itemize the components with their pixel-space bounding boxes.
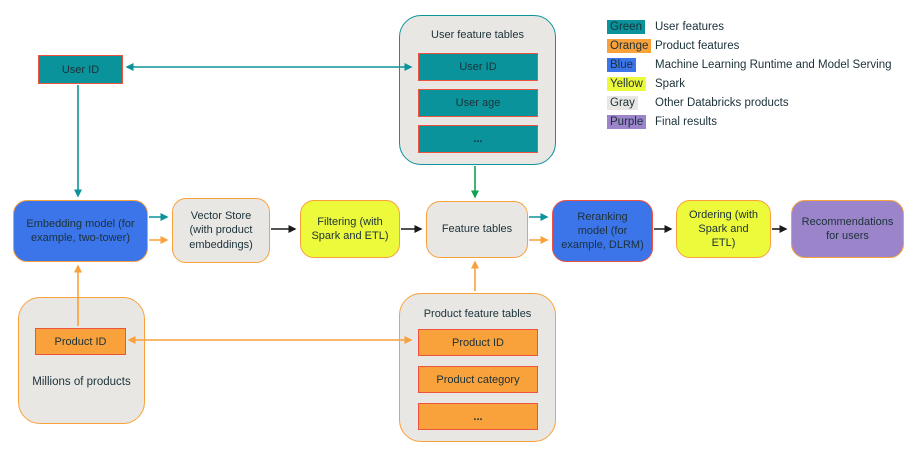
legend-label-ml-runtime: Machine Learning Runtime and Model Servi… xyxy=(655,59,892,71)
product-feature-row-category: Product category xyxy=(418,366,538,393)
legend-swatch-green: Green xyxy=(607,20,645,34)
ordering-node: Ordering (with Spark and ETL) xyxy=(676,200,771,258)
user-id-node: User ID xyxy=(38,55,123,84)
legend-label-spark: Spark xyxy=(655,78,686,90)
product-feature-tables-container: Product feature tables Product ID Produc… xyxy=(399,293,556,442)
filtering-node: Filtering (with Spark and ETL) xyxy=(300,200,400,258)
product-feature-row-label: ... xyxy=(473,410,483,423)
millions-product-id-node: Product ID xyxy=(35,328,126,355)
legend-label-other-databricks: Other Databricks products xyxy=(655,97,789,109)
legend-swatch-yellow: Yellow xyxy=(607,77,646,91)
user-feature-tables-container: User feature tables User ID User age ... xyxy=(399,15,556,165)
reranking-model-label: Reranking model (for example, DLRM) xyxy=(561,210,644,252)
user-feature-row-label: ... xyxy=(473,133,483,145)
embedding-model-node: Embedding model (for example, two-tower) xyxy=(13,200,148,262)
millions-product-id-label: Product ID xyxy=(54,335,107,348)
legend-swatch-orange: Orange xyxy=(607,39,652,53)
user-feature-row-more: ... xyxy=(418,125,538,153)
millions-of-products-label: Millions of products xyxy=(32,376,131,388)
vector-store-label: Vector Store (with product embeddings) xyxy=(189,210,253,251)
reranking-model-node: Reranking model (for example, DLRM) xyxy=(552,200,653,262)
ordering-label: Ordering (with Spark and ETL) xyxy=(688,208,759,250)
feature-tables-node: Feature tables xyxy=(426,201,528,258)
legend-label-final-results: Final results xyxy=(655,116,717,128)
filtering-label: Filtering (with Spark and ETL) xyxy=(311,215,389,242)
user-feature-row-userage: User age xyxy=(418,89,538,117)
user-feature-row-label: User age xyxy=(455,97,501,109)
user-id-label: User ID xyxy=(61,63,100,76)
embedding-model-label: Embedding model (for example, two-tower) xyxy=(26,217,135,244)
product-feature-row-label: Product category xyxy=(436,373,520,386)
color-legend: Green User features Orange Product featu… xyxy=(607,20,892,129)
product-feature-tables-title: Product feature tables xyxy=(423,308,532,320)
legend-label-user-features: User features xyxy=(655,21,725,33)
product-feature-row-productid: Product ID xyxy=(418,329,538,356)
vector-store-node: Vector Store (with product embeddings) xyxy=(172,198,270,263)
user-feature-tables-title: User feature tables xyxy=(431,29,524,41)
legend-swatch-gray: Gray xyxy=(607,96,638,110)
legend-swatch-purple: Purple xyxy=(607,115,647,129)
legend-label-product-features: Product features xyxy=(655,40,740,52)
product-feature-row-more: ... xyxy=(418,403,538,430)
product-feature-row-label: Product ID xyxy=(452,336,504,349)
feature-tables-label: Feature tables xyxy=(441,223,513,236)
user-feature-row-userid: User ID xyxy=(418,53,538,81)
recommendations-label: Recommendations for users xyxy=(801,215,894,242)
user-feature-row-label: User ID xyxy=(459,61,497,73)
recommendations-node: Recommendations for users xyxy=(791,200,904,258)
millions-of-products-container: Product ID Millions of products xyxy=(18,297,145,424)
legend-swatch-blue: Blue xyxy=(607,58,637,72)
